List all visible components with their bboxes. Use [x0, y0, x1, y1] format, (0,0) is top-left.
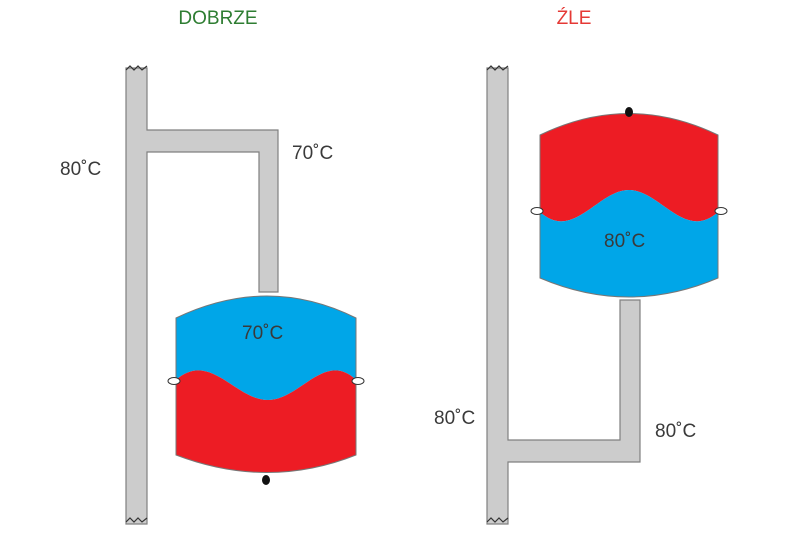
cold-water-region	[176, 296, 356, 400]
pipe-bad	[486, 67, 641, 525]
heading-bad: ŹLE	[557, 8, 592, 29]
expansion-vessel-good	[167, 295, 365, 485]
vessel-rim-right-lug	[351, 377, 365, 385]
panel-good: DOBRZE 80˚C 70˚C 70˚C	[60, 8, 365, 525]
temp-tank-good: 70˚C	[242, 323, 283, 344]
temp-branch-good: 70˚C	[292, 143, 333, 164]
pipe-break-top-bad	[486, 65, 509, 71]
cold-water-region	[540, 190, 718, 297]
vessel-outline	[539, 113, 719, 298]
temp-branch-bad: 80˚C	[655, 421, 696, 442]
hot-water-region	[176, 370, 356, 473]
pipe-good	[125, 67, 279, 525]
vessel-rim-left-lug	[167, 377, 181, 385]
air-valve-icon	[262, 475, 270, 485]
vessel-outline	[175, 295, 357, 473]
air-valve-icon	[625, 107, 633, 117]
expansion-vessel-bad	[530, 107, 728, 298]
panel-bad: ŹLE 80˚C 80˚C 80˚C	[434, 8, 728, 525]
vessel-rim-right-lug	[714, 207, 728, 215]
temp-tank-bad: 80˚C	[604, 231, 645, 252]
temp-riser-bad: 80˚C	[434, 408, 475, 429]
pipe-break-top-good	[125, 65, 148, 71]
temp-riser-good: 80˚C	[60, 159, 101, 180]
heading-good: DOBRZE	[178, 8, 257, 29]
pipe-break-bottom-good	[125, 517, 148, 523]
vessel-rim-left-lug	[530, 207, 544, 215]
pipe-break-bottom-bad	[486, 517, 509, 523]
hot-water-region	[540, 113, 718, 222]
